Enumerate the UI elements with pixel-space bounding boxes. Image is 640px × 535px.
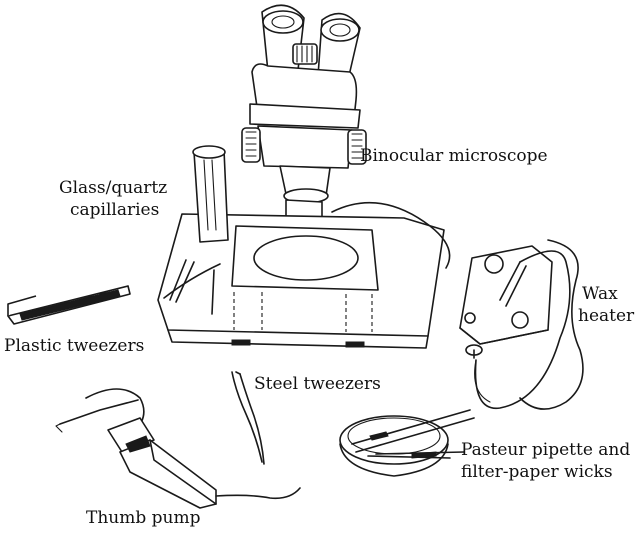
wax-heater-drawing [459, 239, 584, 410]
label-thumb-pump: Thumb pump [86, 508, 201, 528]
label-binocular-microscope: Binocular microscope [360, 146, 548, 166]
label-steel-tweezers: Steel tweezers [254, 374, 381, 394]
thumb-pump-drawing [55, 388, 301, 509]
label-wax-heater-line1: Wax [582, 284, 618, 304]
pasteur-pipette-dish-drawing [339, 409, 475, 477]
label-pasteur-line1: Pasteur pipette and [461, 440, 631, 460]
label-pasteur-line2: filter-paper wicks [461, 462, 613, 482]
label-capillaries-line1: Glass/quartz [59, 178, 168, 198]
label-wax-heater-line2: heater [578, 306, 635, 326]
label-capillaries-line2: capillaries [70, 200, 160, 220]
steel-tweezers-drawing [231, 371, 265, 465]
binocular-microscope-drawing [157, 4, 451, 349]
label-plastic-tweezers: Plastic tweezers [4, 336, 145, 356]
plastic-tweezers-drawing [7, 285, 131, 325]
